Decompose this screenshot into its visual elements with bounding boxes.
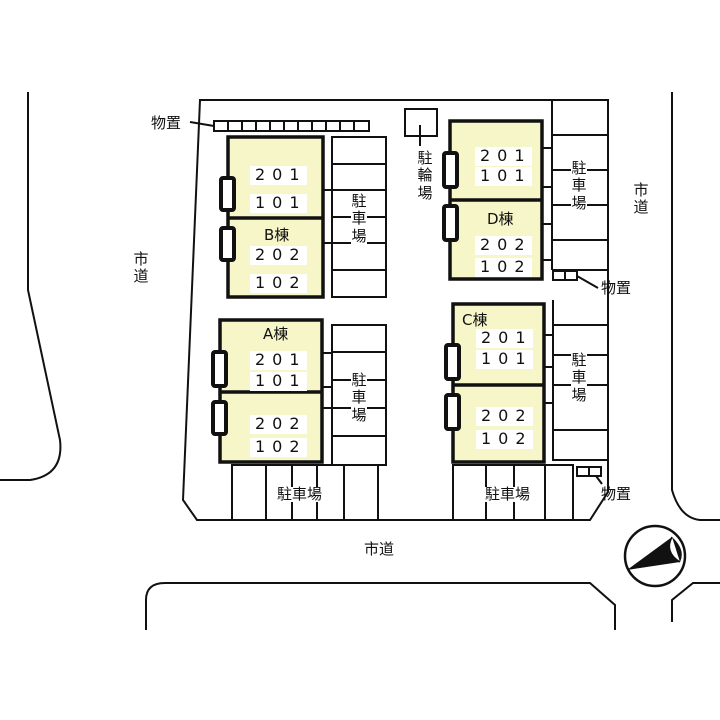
parking-a-bottom-label: 駐車場 — [277, 485, 323, 503]
storage-top — [213, 120, 370, 132]
unit-b-201: 201 — [250, 166, 307, 185]
unit-a-201: 201 — [250, 351, 307, 370]
left-road-edge — [0, 92, 62, 481]
unit-a-101: 101 — [250, 372, 307, 391]
road-label-left: 市道 — [133, 250, 149, 286]
unit-c-201: 201 — [476, 329, 533, 348]
unit-b-101: 101 — [250, 194, 307, 213]
unit-c-101: 101 — [476, 350, 533, 369]
bottom-road-edge — [145, 582, 616, 630]
entrances — [211, 151, 461, 436]
unit-d-202: 202 — [475, 236, 532, 255]
unit-a-102: 102 — [250, 438, 307, 457]
storage-bottom-right-label: 物置 — [601, 485, 632, 503]
parking-d-label: 駐車場 — [571, 159, 587, 212]
site-boundary — [181, 99, 609, 521]
unit-b-102: 102 — [250, 274, 307, 293]
building-a-label: A棟 — [263, 325, 289, 343]
parking-c-bottom-label: 駐車場 — [485, 485, 531, 503]
road-label-right: 市道 — [633, 181, 649, 217]
unit-d-201: 201 — [475, 147, 532, 166]
building-c-label: C棟 — [462, 311, 488, 329]
right-road-edge — [671, 92, 720, 521]
building-d-label: D棟 — [487, 210, 514, 228]
storage-right-label: 物置 — [601, 279, 632, 297]
right-road-edge-lower — [671, 582, 720, 622]
unit-c-202: 202 — [476, 407, 533, 426]
unit-a-202: 202 — [250, 415, 307, 434]
parking-c-label: 駐車場 — [571, 351, 587, 404]
unit-d-102: 102 — [475, 258, 532, 277]
unit-b-202: 202 — [250, 246, 307, 265]
parking-a-label: 駐車場 — [351, 371, 367, 424]
unit-c-102: 102 — [476, 430, 533, 449]
bicycle-parking-label: 駐輪場 — [417, 149, 433, 202]
road-label-bottom: 市道 — [364, 540, 395, 558]
north-arrow-icon — [623, 524, 687, 588]
building-b-label: B棟 — [264, 226, 290, 244]
parking-b-label: 駐車場 — [351, 192, 367, 245]
unit-d-101: 101 — [475, 167, 532, 186]
storage-top-label: 物置 — [151, 114, 182, 132]
